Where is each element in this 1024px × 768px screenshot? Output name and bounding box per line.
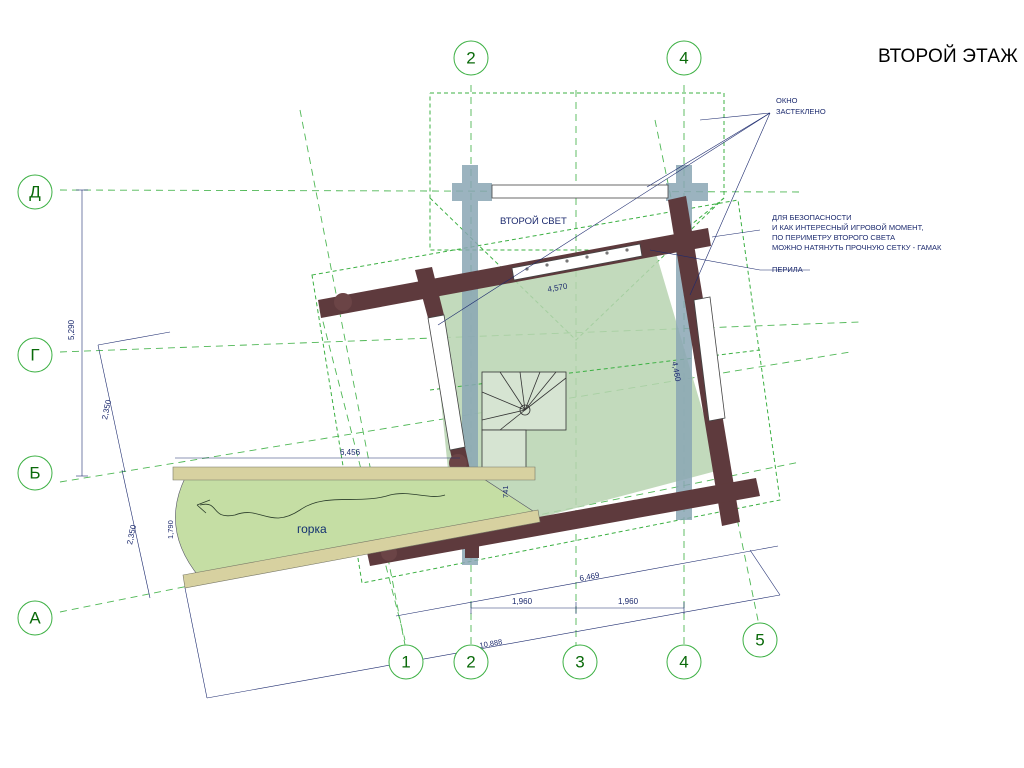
axis-bubble-d [17,174,53,210]
axis-bubble-top-2 [453,40,489,76]
axis-label-b: Б [29,464,40,483]
axis-bubble-top-4 [666,40,702,76]
axis-labels: 2 4 Д Г Б А 1 2 3 4 5 [29,49,764,672]
dimension-texts: 5,290 2,350 2,350 6,456 4,570 4,460 1,79… [67,282,682,650]
note-window-line2: ЗАСТЕКЛЕНО [776,107,826,116]
axis-bubble-b [17,455,53,491]
note-safety-line3: ПО ПЕРИМЕТРУ ВТОРОГО СВЕТА [772,233,895,242]
note-safety-line2: И КАК ИНТЕРЕСНЫЙ ИГРОВОЙ МОМЕНТ, [772,223,923,232]
dim-6469: 6,469 [579,571,601,583]
floor-outline [311,199,781,584]
axis-bubble-bottom-2 [453,644,489,680]
second-light-label: ВТОРОЙ СВЕТ [500,215,567,227]
dim-2350-lower: 2,350 [125,523,138,545]
dim-10888: 10,888 [479,637,503,650]
dimension-lines [76,112,810,699]
spiral-staircase [481,371,567,471]
note-railing: ПЕРИЛА [772,265,803,274]
axis-label-a: А [29,609,41,628]
dim-4570: 4,570 [547,282,569,294]
axis-bubble-bottom-3 [562,644,598,680]
note-safety-line1: ДЛЯ БЕЗОПАСНОСТИ [772,213,852,222]
axis-bubble-bottom-4 [666,644,702,680]
right-wall-glass [693,296,726,422]
axis-label-bottom-4: 4 [679,653,688,672]
slide [172,466,541,589]
axis-label-top-4: 4 [679,49,688,68]
dim-5290: 5,290 [67,319,76,340]
dim-1960-left: 1,960 [512,597,533,606]
left-wall-glass [427,314,466,451]
slide-label: горка [297,522,327,536]
dim-1960-right: 1,960 [618,597,639,606]
railing-strip [511,243,643,281]
window-strip [491,184,669,199]
axis-label-g: Г [30,346,39,365]
note-safety-line4: МОЖНО НАТЯНУТЬ ПРОЧНУЮ СЕТКУ - ГАМАК [772,243,942,252]
axis-bubble-bottom-5 [742,622,778,658]
railing-posts [525,248,629,271]
axis-label-bottom-3: 3 [575,653,584,672]
dim-741: 741 [501,485,510,498]
axis-label-bottom-2: 2 [466,653,475,672]
dim-4460: 4,460 [670,361,682,383]
dim-2350-upper: 2,350 [100,398,113,420]
axis-label-bottom-1: 1 [401,653,410,672]
dim-6456: 6,456 [340,448,361,457]
dim-1790: 1,790 [166,520,175,539]
note-window-line1: ОКНО [776,96,798,105]
annotation-notes: ОКНО ЗАСТЕКЛЕНО ДЛЯ БЕЗОПАСНОСТИ И КАК И… [772,96,942,274]
axis-bubble-g [17,337,53,373]
axis-bubbles [17,40,778,680]
axis-label-top-2: 2 [466,49,475,68]
axis-label-d: Д [29,183,41,202]
axis-bubble-a [17,600,53,636]
drawing-title: ВТОРОЙ ЭТАЖ [878,46,1018,67]
axis-bubble-bottom-1 [388,644,424,680]
axis-label-bottom-5: 5 [755,631,764,650]
